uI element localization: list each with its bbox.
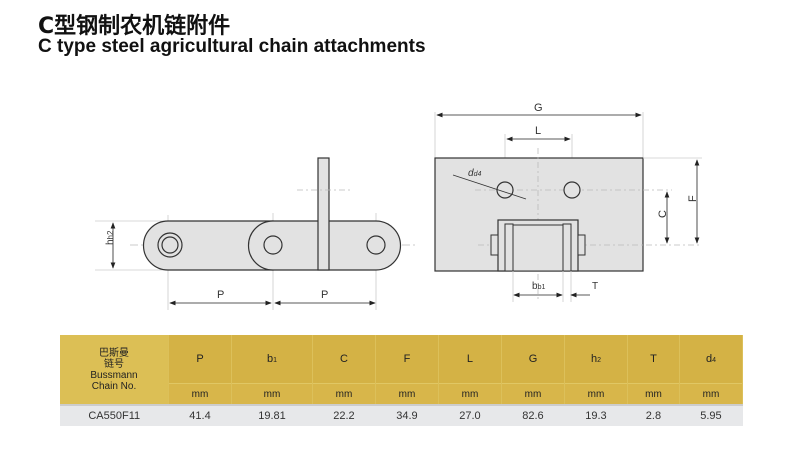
d4-label: dd4 <box>468 168 481 179</box>
pin-end <box>490 234 499 256</box>
l-label: L <box>535 125 541 137</box>
header-line: Bussmann <box>90 369 138 381</box>
attachment-wing <box>317 157 330 271</box>
side-view: hh2 P P <box>95 157 415 310</box>
col-header: L <box>438 335 502 384</box>
value-cell: 19.81 <box>231 404 313 426</box>
col-header: T <box>627 335 680 384</box>
d4-leader <box>452 174 527 200</box>
h2-label: hh2 <box>105 230 116 245</box>
col-header: P <box>168 335 232 384</box>
col-header: b1 <box>231 335 313 384</box>
value-cell: 5.95 <box>679 404 743 426</box>
title-english: C type steel agricultural chain attachme… <box>38 36 426 57</box>
link-plate <box>504 223 514 272</box>
g-label: G <box>534 102 543 114</box>
b1-label: bb1 <box>532 281 545 292</box>
header-line: 链号 <box>104 358 124 370</box>
unit-cell: mm <box>501 383 565 405</box>
value-cell: 2.8 <box>627 404 680 426</box>
unit-cell: mm <box>312 383 376 405</box>
header-line: 巴斯曼 <box>99 347 129 359</box>
link-plate <box>562 223 572 272</box>
front-view: G L dd4 C F bb1 T <box>434 102 702 302</box>
bushing <box>161 236 179 254</box>
value-cell: 34.9 <box>375 404 439 426</box>
col-header: d4 <box>679 335 744 384</box>
unit-cell: mm <box>679 383 744 405</box>
col-header: F <box>375 335 439 384</box>
value-cell: 82.6 <box>501 404 565 426</box>
c-label: C <box>657 210 669 218</box>
mounting-hole <box>496 181 514 199</box>
pitch-label-left: P <box>217 289 224 301</box>
pin-hole <box>263 235 283 255</box>
unit-cell: mm <box>438 383 502 405</box>
pin-end <box>577 234 586 256</box>
unit-cell: mm <box>564 383 628 405</box>
header-line: Chain No. <box>91 380 137 392</box>
chain-no-header: 巴斯曼 链号 Bussmann Chain No. <box>60 335 169 405</box>
unit-cell: mm <box>375 383 439 405</box>
t-label: T <box>592 281 598 292</box>
unit-cell: mm <box>231 383 313 405</box>
technical-drawing: hh2 P P G L dd4 <box>95 102 702 310</box>
value-cell: 27.0 <box>438 404 502 426</box>
value-cell: 41.4 <box>168 404 232 426</box>
pitch-label-right: P <box>321 289 328 301</box>
spec-table: 巴斯曼 链号 Bussmann Chain No. P b1 C F L G h… <box>60 335 744 426</box>
value-cell: 19.3 <box>564 404 628 426</box>
col-header: C <box>312 335 376 384</box>
value-cell: 22.2 <box>312 404 376 426</box>
pin-hole <box>366 235 386 255</box>
mounting-hole <box>563 181 581 199</box>
title-chinese: C型钢制农机链附件 <box>38 14 231 39</box>
outer-link-plate <box>142 220 274 271</box>
unit-cell: mm <box>627 383 680 405</box>
f-label: F <box>687 195 699 202</box>
table-row: CA550F11 41.4 19.81 22.2 34.9 27.0 82.6 … <box>60 404 743 426</box>
unit-cell: mm <box>168 383 232 405</box>
chain-no-cell: CA550F11 <box>60 404 169 426</box>
col-header: h2 <box>564 335 628 384</box>
col-header: G <box>501 335 565 384</box>
roller-body <box>512 224 564 272</box>
